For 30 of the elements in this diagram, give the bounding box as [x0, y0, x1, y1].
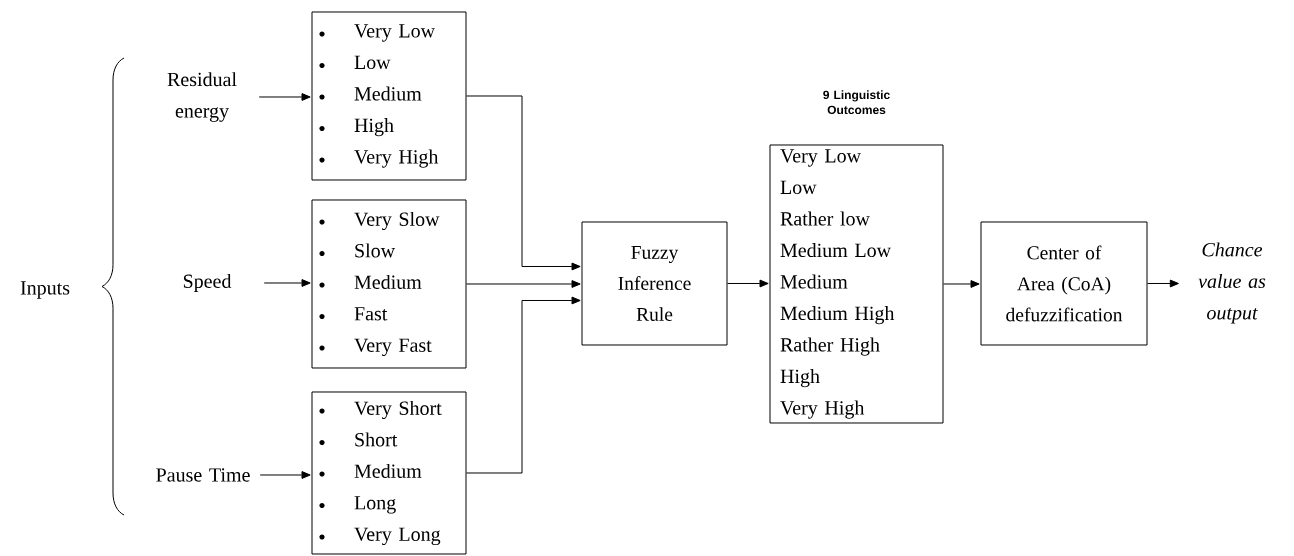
node-label: High — [780, 369, 820, 388]
arrow — [466, 296, 581, 474]
outcomes-box: Very Low Low Rather low Medium Low Medium Medium High Rather High High Very High — [769, 144, 944, 424]
node-label: Rather High — [780, 337, 880, 356]
arrow — [727, 279, 769, 288]
process-box: Center of Area (CoA) defuzzification — [980, 221, 1148, 346]
node-label: Low — [780, 180, 817, 195]
node-label: Medium Low — [780, 243, 892, 258]
membership-list-box: Very Slow Slow Medium Fast Very Fast — [311, 199, 467, 369]
arrow — [466, 95, 581, 271]
inputs-label: Inputs — [20, 281, 70, 299]
arrow — [259, 471, 311, 479]
arrow — [943, 280, 980, 288]
arrow — [263, 279, 311, 287]
arrow — [258, 93, 311, 101]
output-label: Chance value as output — [1198, 242, 1266, 324]
input-label: Pause Time — [156, 468, 250, 482]
arrow — [466, 280, 581, 288]
node-label: Very Low — [780, 149, 861, 167]
arrow — [1147, 279, 1179, 288]
node-label: Medium — [780, 274, 848, 289]
input-label: Residual energy — [167, 72, 237, 122]
membership-list-box: Very Short Short Medium Long Very Long — [311, 391, 467, 555]
node-label: Medium High — [780, 306, 895, 325]
node-label: Rather low — [780, 211, 870, 226]
process-box: Fuzzy Inference Rule — [581, 221, 728, 346]
membership-list-box: Very Low Low Medium High Very High — [311, 11, 467, 181]
node-label: Very High — [780, 400, 865, 419]
box-heading: 9 Linguistic Outcomes — [823, 90, 890, 115]
input-label: Speed — [183, 273, 232, 293]
